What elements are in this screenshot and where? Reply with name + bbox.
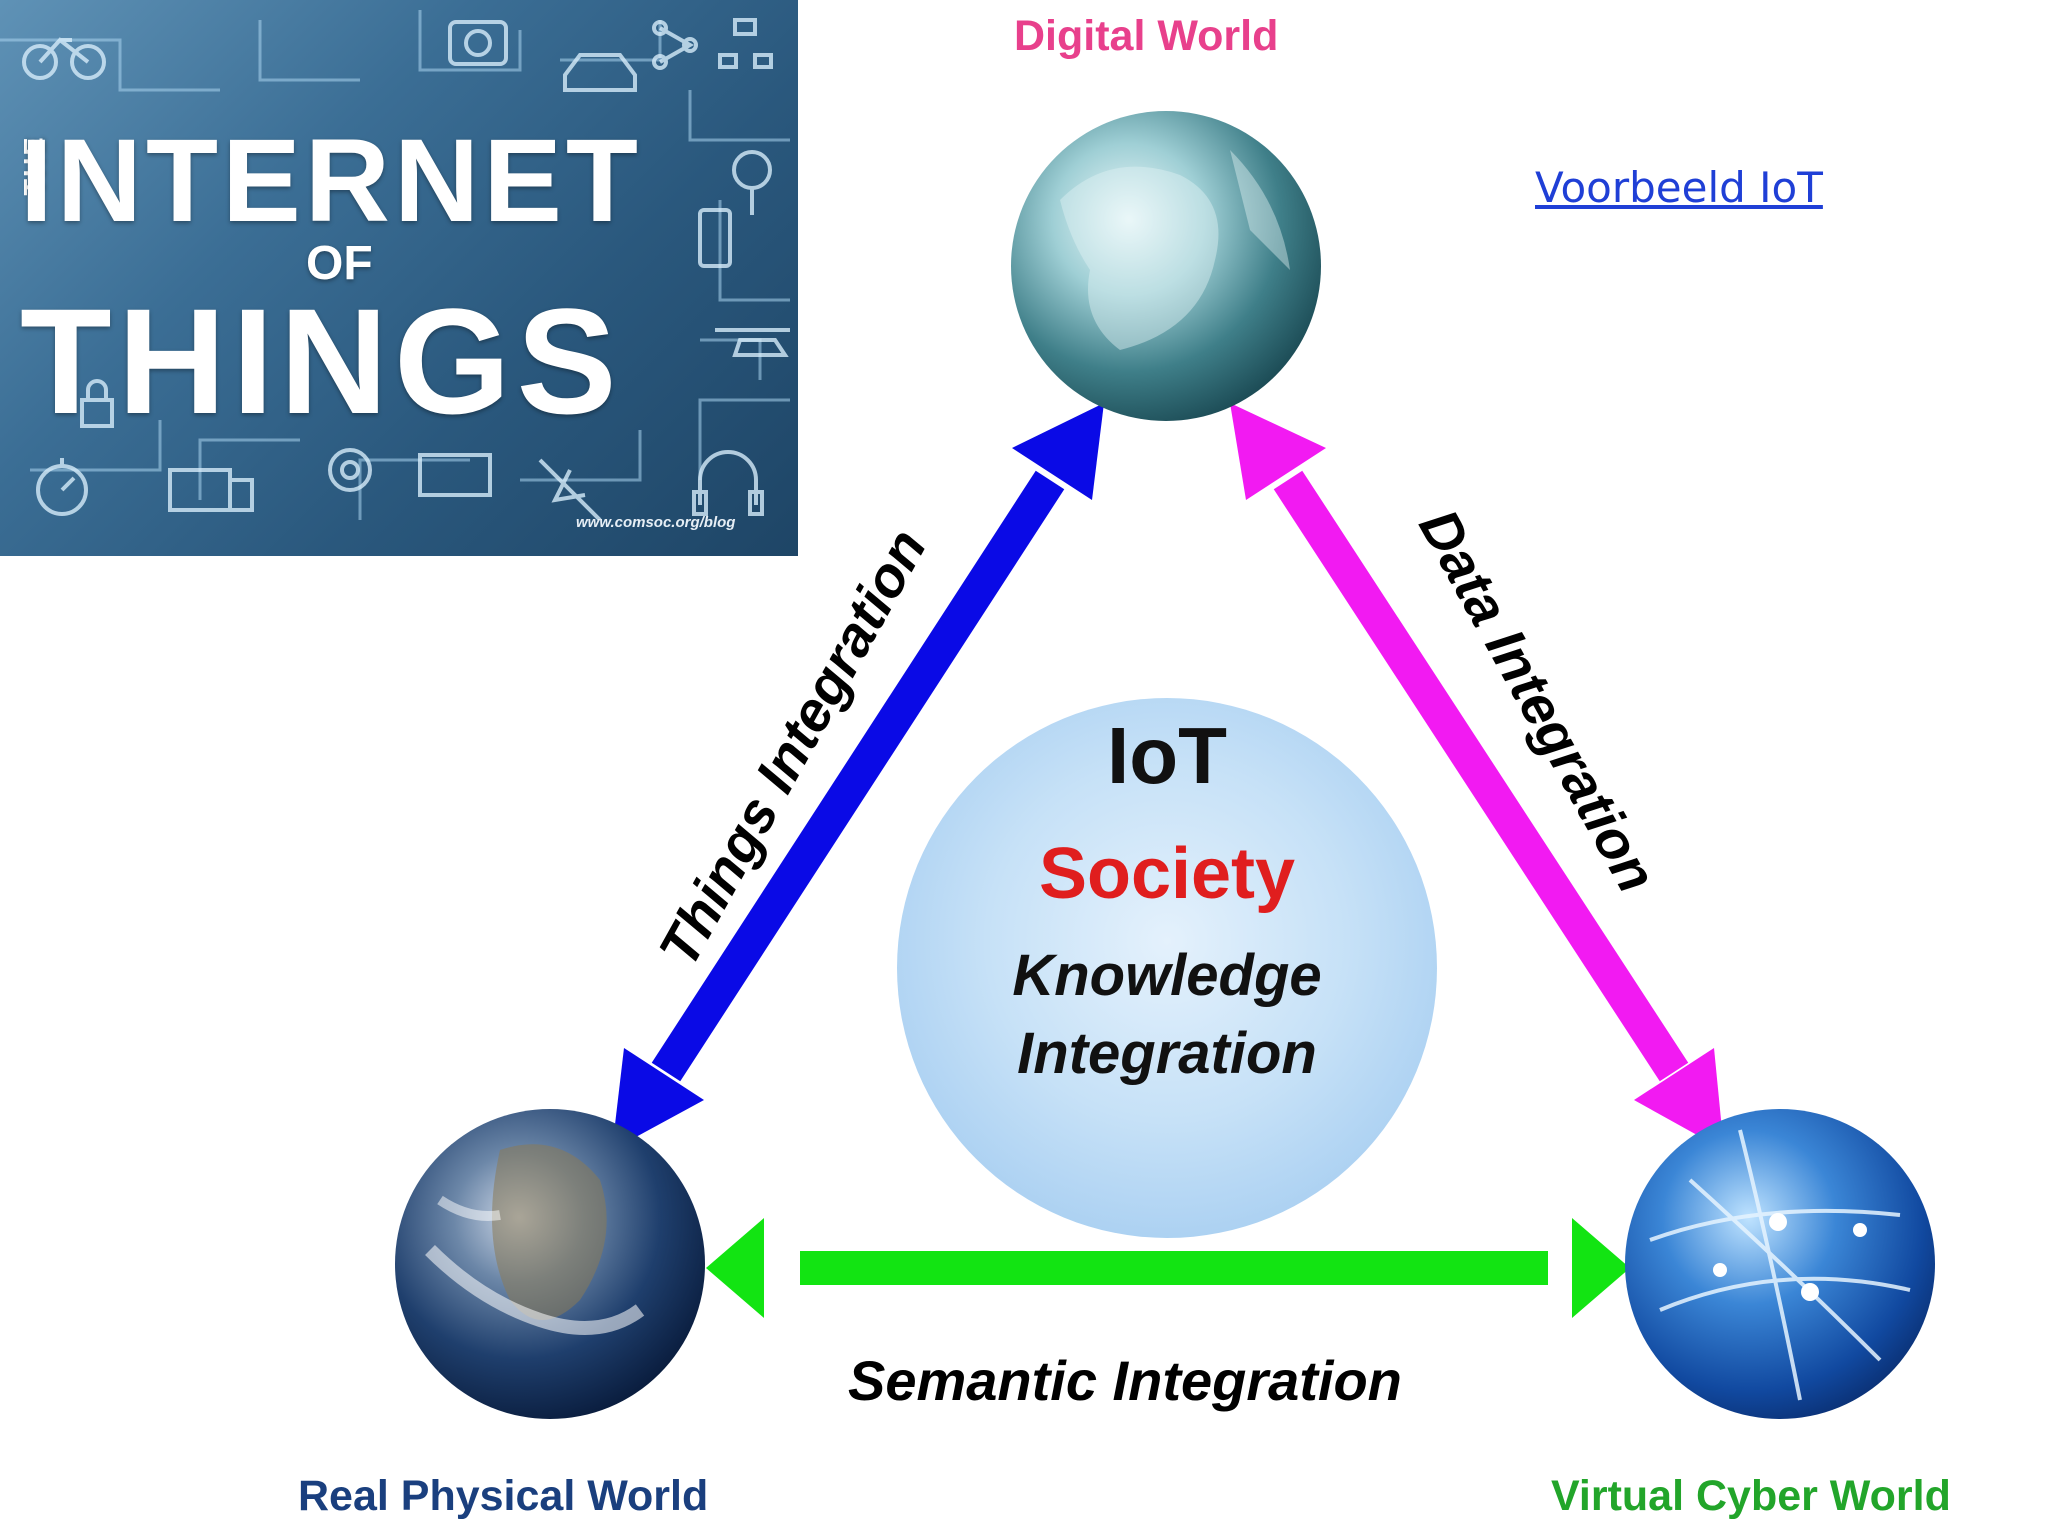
virtual-cyber-world-label: Virtual Cyber World	[1551, 1472, 1951, 1520]
banner-word-things: THINGS	[20, 277, 623, 445]
semantic-integration-label: Semantic Integration	[848, 1349, 1402, 1412]
things-integration-arrow	[612, 403, 1104, 1150]
real-physical-world-globe	[395, 1109, 705, 1419]
center-knowledge-line2: Integration	[1017, 1021, 1317, 1086]
digital-world-globe	[1011, 111, 1321, 421]
banner-icons-decoration	[0, 10, 790, 522]
banner-word-internet: INTERNET	[20, 115, 642, 247]
banner-word-of: OF	[306, 237, 373, 290]
virtual-cyber-world-globe	[1625, 1109, 1935, 1419]
semantic-integration-arrow	[706, 1218, 1630, 1318]
data-integration-arrow	[1230, 403, 1724, 1150]
center-knowledge-line1: Knowledge	[1012, 943, 1322, 1008]
internet-of-things-banner: THE INTERNET OF THINGS www.comsoc.org/bl…	[0, 0, 798, 556]
iot-society-circle: IoT Society Knowledge Integration	[897, 698, 1437, 1238]
voorbeeld-iot-link[interactable]: Voorbeeld IoT	[1535, 163, 1823, 212]
banner-url: www.comsoc.org/blog	[576, 514, 736, 531]
center-iot-title: IoT	[1107, 711, 1227, 800]
digital-world-label: Digital World	[1014, 12, 1279, 60]
center-society-text: Society	[1038, 834, 1296, 914]
real-physical-world-label: Real Physical World	[298, 1472, 709, 1520]
